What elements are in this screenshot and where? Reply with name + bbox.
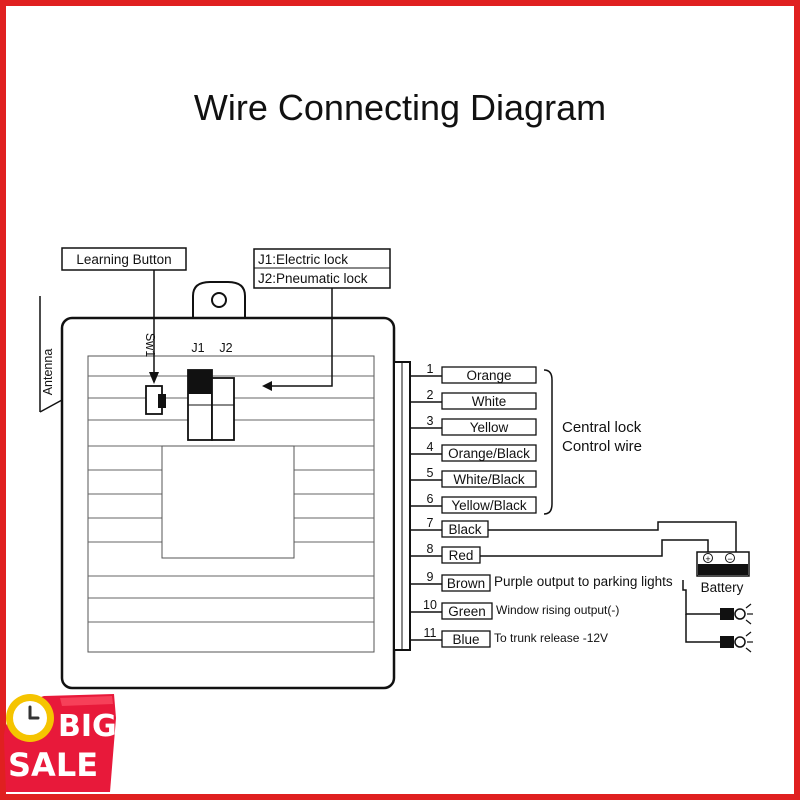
battery-minus-terminal	[725, 553, 735, 563]
wire-row: 8 Red	[410, 542, 481, 564]
wire-description: Purple output to parking lights	[494, 574, 673, 589]
wire-color-label: White	[472, 394, 507, 409]
wire-number: 3	[427, 414, 434, 428]
wire-row: 9 Brown Purple output to parking lights	[410, 570, 673, 592]
wire-color-box	[441, 418, 537, 436]
jumper-arrow-line	[272, 288, 333, 387]
inner-panel	[87, 355, 375, 653]
wire-color-box	[441, 546, 481, 564]
wire-row: 1 Orange	[410, 362, 537, 384]
antenna-base	[39, 399, 63, 413]
wire-number: 1	[427, 362, 434, 376]
parking-light-icon	[720, 603, 753, 625]
wire-color-box	[441, 574, 491, 592]
battery-plus-label: +	[705, 554, 710, 564]
wire-color-box	[441, 520, 489, 538]
battery-minus-label: −	[727, 554, 732, 564]
wire-color-label: Red	[449, 548, 474, 563]
wire-color-label: Yellow/Black	[451, 498, 527, 513]
j2-label: J2	[219, 341, 232, 355]
wire-list: 1 Orange 2 White 3 Yellow 4 Orange/Black 5 White/…	[410, 362, 673, 648]
wire-number: 7	[427, 516, 434, 530]
wire-row: 10 Green Window rising output(-)	[410, 598, 619, 620]
clock-icon	[6, 694, 54, 742]
wire-number: 11	[424, 626, 437, 640]
wire-color-label: Orange	[466, 368, 511, 383]
jumper-note-j1: J1:Electric lock	[258, 252, 348, 267]
wire-color-label: Black	[448, 522, 481, 537]
j1-label: J1	[191, 341, 204, 355]
red-wire-path	[480, 539, 709, 557]
wire-color-box	[441, 392, 537, 410]
wire-number: 5	[427, 466, 434, 480]
wire-row: 3 Yellow	[410, 414, 537, 436]
wire-color-label: Orange/Black	[448, 446, 530, 461]
battery-plus-terminal	[703, 553, 713, 563]
wire-row: 4 Orange/Black	[410, 440, 537, 462]
wire-number: 2	[427, 388, 434, 402]
badge-stripe	[60, 696, 113, 706]
wire-number: 4	[427, 440, 434, 454]
wire-color-box	[441, 496, 537, 514]
parking-light-icon	[720, 631, 753, 653]
jumper-note-j2: J2:Pneumatic lock	[258, 271, 368, 286]
learning-arrow-head	[149, 372, 159, 384]
wire-color-box	[441, 470, 537, 488]
jumper-arrow-head	[262, 381, 272, 391]
chip-block	[161, 445, 295, 559]
wire-description: Window rising output(-)	[496, 603, 619, 617]
wire-description: To trunk release -12V	[494, 631, 608, 645]
wire-color-box	[441, 366, 537, 384]
wire-color-box	[441, 444, 537, 462]
central-lock-brace	[543, 369, 553, 515]
battery-band	[698, 564, 748, 575]
wire-color-box	[441, 630, 491, 648]
antenna-label: Antenna	[41, 349, 55, 396]
badge-text-big: BIG	[58, 709, 117, 744]
wire-color-label: Yellow	[470, 420, 509, 435]
central-lock-label-2: Control wire	[562, 438, 642, 455]
j2-jumper	[211, 377, 235, 441]
badge-text-sale: SALE	[8, 746, 98, 784]
wire-number: 9	[427, 570, 434, 584]
mounting-hole	[211, 292, 227, 308]
wire-row: 7 Black	[410, 516, 489, 538]
big-sale-badge: BIG SALE	[4, 694, 117, 792]
battery-label: Battery	[701, 580, 744, 595]
wire-row: 11 Blue To trunk release -12V	[410, 626, 608, 648]
sw1-knob	[158, 394, 166, 408]
wire-row: 5 White/Black	[410, 466, 537, 488]
central-lock-label-1: Central lock	[562, 419, 642, 436]
diagram-title: Wire Connecting Diagram	[194, 87, 606, 128]
wire-row: 2 White	[410, 388, 537, 410]
sw1-label: Sw1	[143, 333, 157, 357]
learning-button-label: Learning Button	[76, 252, 171, 267]
wire-color-label: Green	[448, 604, 486, 619]
j1-cap	[188, 370, 212, 394]
black-wire-path	[488, 521, 737, 552]
learning-button-box	[61, 247, 187, 271]
wire-number: 10	[423, 598, 437, 612]
wire-color-label: Brown	[447, 576, 485, 591]
wire-number: 6	[427, 492, 434, 506]
wire-number: 8	[427, 542, 434, 556]
wire-color-label: Blue	[452, 632, 479, 647]
brown-wire-path	[682, 580, 720, 615]
wire-row: 6 Yellow/Black	[410, 492, 537, 514]
wire-color-label: White/Black	[453, 472, 525, 487]
wire-color-box	[441, 602, 493, 620]
brown-wire-branch	[685, 614, 720, 643]
